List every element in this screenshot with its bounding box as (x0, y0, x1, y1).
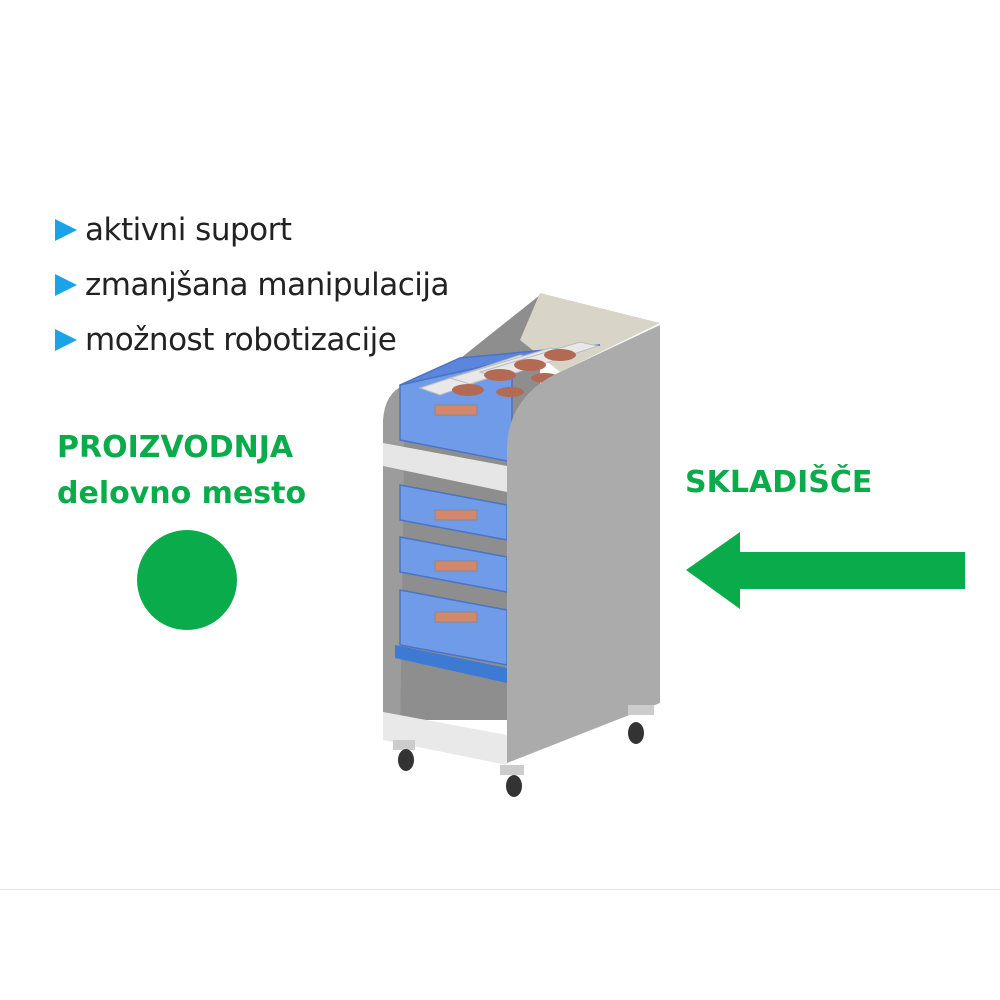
bullet-text: aktivni suport (85, 212, 292, 248)
bullet-text: zmanjšana manipulacija (85, 267, 450, 303)
bullet-item: možnost robotizacije (55, 322, 397, 358)
workstation-dot-icon (137, 530, 237, 630)
bullet-item: zmanjšana manipulacija (55, 267, 450, 303)
warehouse-label: SKLADIŠČE (685, 465, 873, 500)
production-title: PROIZVODNJA (57, 430, 294, 465)
cart-side-panel (507, 325, 660, 763)
triangle-bullet-icon (55, 219, 77, 241)
bullet-item: aktivni suport (55, 212, 292, 248)
cart-illustration (383, 293, 660, 797)
production-subtitle: delovno mesto (57, 476, 307, 511)
caster-wheel (393, 705, 654, 797)
triangle-bullet-icon (55, 329, 77, 351)
divider-line (0, 889, 1000, 890)
arrow-left-icon (686, 532, 965, 609)
bullet-text: možnost robotizacije (85, 322, 397, 358)
triangle-bullet-icon (55, 274, 77, 296)
